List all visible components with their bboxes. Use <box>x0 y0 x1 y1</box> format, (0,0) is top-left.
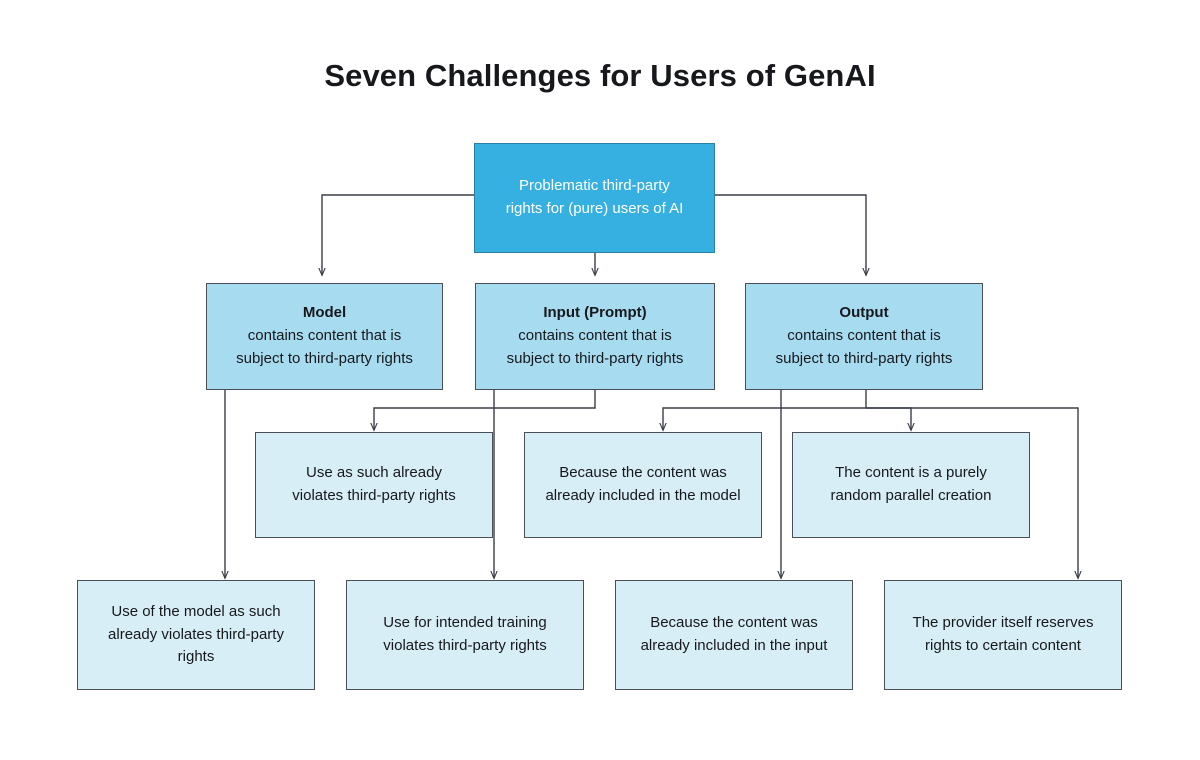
node-already-in-input[interactable]: Because the content was already included… <box>615 580 853 690</box>
page-title: Seven Challenges for Users of GenAI <box>324 58 876 93</box>
node-already-in-model[interactable]: Because the content was already included… <box>524 432 762 538</box>
node-already-in-model-line-1: Because the content was <box>559 464 727 482</box>
node-use-of-model-line-1: Use of the model as such <box>111 602 281 620</box>
node-input-prompt-line-1: contains content that is <box>518 327 672 345</box>
node-provider-reserves-rights[interactable]: The provider itself reserves rights to c… <box>884 580 1122 690</box>
node-use-of-model-line-2: already violates third-party <box>108 625 284 643</box>
node-intended-training-line-1: Use for intended training <box>383 614 547 632</box>
edge-output-to-random-parallel <box>866 407 911 430</box>
node-random-parallel-creation[interactable]: The content is a purely random parallel … <box>792 432 1030 538</box>
edge-input-to-use-as-such <box>374 390 596 430</box>
node-model-line-1: contains content that is <box>247 327 402 345</box>
edge-root-to-model <box>322 194 474 275</box>
node-use-of-model[interactable]: Use of the model as such already violate… <box>77 580 315 690</box>
node-intended-training-line-2: violates third-party rights <box>383 637 547 654</box>
node-use-as-such[interactable]: Use as such already violates third-party… <box>255 432 493 538</box>
node-root-line-2: rights for (pure) users of AI <box>505 200 684 217</box>
edge-output-to-already-in-model <box>663 390 867 430</box>
node-already-in-model-line-2: already included in the model <box>545 487 741 504</box>
node-model-line-2: subject to third-party rights <box>236 349 413 367</box>
node-output-heading: Output <box>839 304 889 322</box>
node-input-prompt-line-2: subject to third-party rights <box>506 349 684 367</box>
node-provider-reserves-rights-line-1: The provider itself reserves <box>912 614 1094 632</box>
node-model-heading: Model <box>302 304 347 322</box>
node-intended-training[interactable]: Use for intended training violates third… <box>346 580 584 690</box>
node-input-prompt[interactable]: Input (Prompt) contains content that is … <box>475 283 715 390</box>
node-output[interactable]: Output contains content that is subject … <box>745 283 983 390</box>
node-random-parallel-creation-line-2: random parallel creation <box>830 487 992 504</box>
node-input-prompt-heading: Input (Prompt) <box>543 304 647 322</box>
node-provider-reserves-rights-line-2: rights to certain content <box>925 637 1081 654</box>
node-use-of-model-line-3: rights <box>177 648 215 666</box>
node-use-as-such-line-1: Use as such already <box>306 464 442 482</box>
node-root-line-1: Problematic third-party <box>519 177 670 195</box>
node-output-line-2: subject to third-party rights <box>775 349 953 367</box>
node-random-parallel-creation-line-1: The content is a purely <box>835 464 987 482</box>
node-root[interactable]: Problematic third-party rights for (pure… <box>474 143 715 253</box>
edge-root-to-output <box>715 194 866 275</box>
node-model[interactable]: Model contains content that is subject t… <box>206 283 443 390</box>
node-output-line-1: contains content that is <box>787 327 941 345</box>
node-use-as-such-line-2: violates third-party rights <box>292 487 456 504</box>
node-already-in-input-line-2: already included in the input <box>640 637 828 654</box>
node-already-in-input-line-1: Because the content was <box>650 614 818 632</box>
